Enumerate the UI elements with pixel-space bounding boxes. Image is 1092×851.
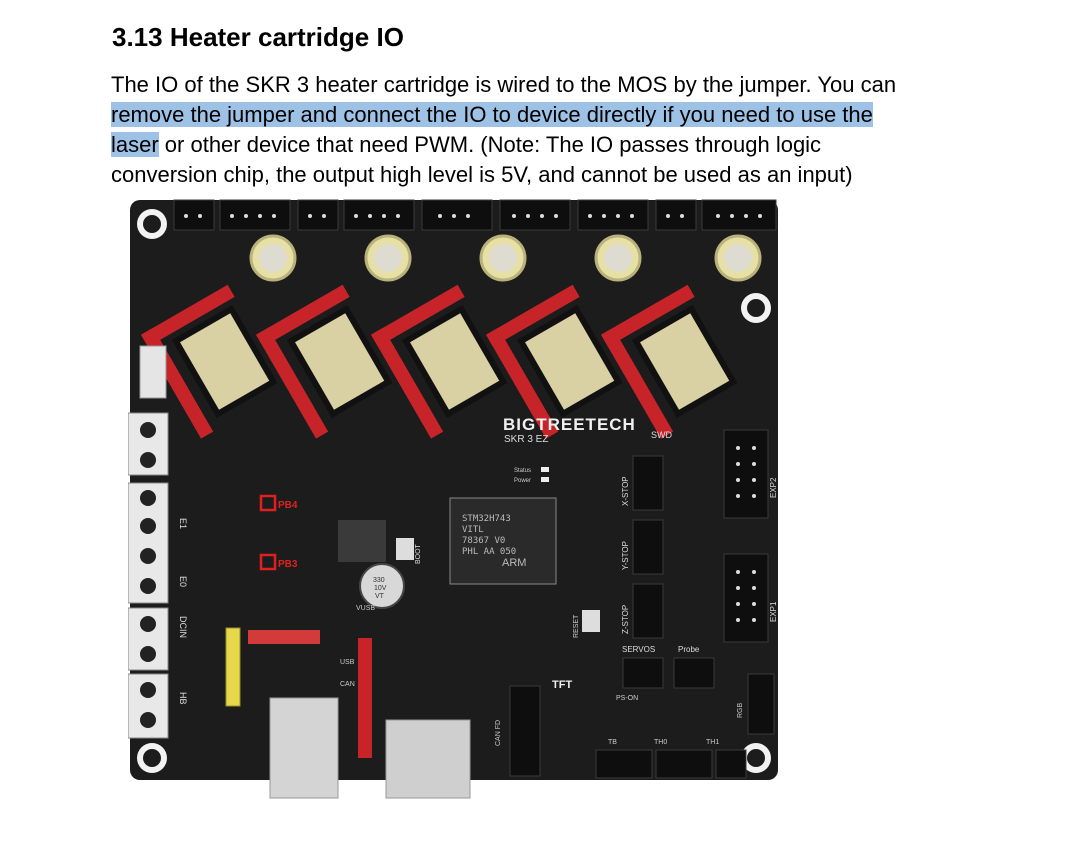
rgb-label: RGB [737,703,744,719]
top-fan-connectors [173,199,777,231]
led-icon [541,477,549,482]
cap-label-1: 330 [373,577,385,584]
mcu-marking-2: VITL [462,525,484,535]
e0-label: E0 [178,576,188,587]
capacitor-icon [249,234,762,282]
usb-label: USB [340,659,355,666]
body-paragraph: The IO of the SKR 3 heater cartridge is … [111,70,1011,190]
cap-label-2: 10V [374,585,387,592]
servos-header [622,657,664,689]
exp-pins [736,446,756,622]
mcu-arm-logo: ARM [502,557,526,569]
paragraph-line-3-rest: or other device that need PWM. (Note: Th… [158,132,822,157]
probe-header [673,657,715,689]
dcin-label: DCIN [178,616,188,638]
pb4-jumper-marker [259,494,277,512]
can-fd-label: CAN FD [495,720,502,746]
mcu-marking-4: PHL AA 050 [462,547,516,557]
mcu-chip [449,497,557,585]
th0-label: TH0 [654,739,667,746]
text-selection-highlight-end[interactable]: laser [111,132,159,157]
rgb-header [747,673,775,735]
section-heading: 3.13 Heater cartridge IO [112,22,404,52]
servos-label: SERVOS [622,645,655,654]
x-stop-header [632,455,664,511]
y-stop-label: Y-STOP [621,541,630,570]
pb3-label: PB3 [278,559,298,570]
text-selection-highlight[interactable]: remove the jumper and connect the IO to … [111,102,873,127]
ps-on-label: PS-ON [616,695,638,702]
pb4-label: PB4 [278,500,298,511]
connector-pins [184,214,762,218]
exp2-header [723,429,769,519]
mcu-marking-3: 78367 V0 [462,536,505,546]
tb-header [595,749,653,779]
exp1-label: EXP1 [769,601,778,622]
can-fd-header [509,685,541,777]
exp2-label: EXP2 [769,477,778,498]
reset-button [582,610,600,632]
red-header-column [358,638,372,758]
vusb-label: VUSB [356,605,375,612]
exp1-header [723,553,769,643]
paragraph-line-2: remove the jumper and connect the IO to … [111,100,1011,130]
e1-label: E1 [178,518,188,529]
paragraph-line-4: conversion chip, the output high level i… [111,162,853,187]
stepper-driver-sockets [141,284,738,439]
usb-port [269,697,339,799]
mounting-hole-icon [137,209,771,773]
probe-label: Probe [678,645,700,654]
paragraph-line-3: laser or other device that need PWM. (No… [111,130,1011,160]
brand-logo: BIGTREETECH [503,415,636,434]
led-icon [541,467,549,472]
boot-label: BOOT [415,543,422,564]
x-stop-label: X-STOP [621,476,630,506]
tb-label: TB [608,739,617,746]
th1-label: TH1 [706,739,719,746]
sd-card-slot [385,719,471,799]
paragraph-line-1: The IO of the SKR 3 heater cartridge is … [111,72,897,97]
fuse [225,627,241,707]
z-stop-label: Z-STOP [621,605,630,634]
tft-label: TFT [552,679,572,691]
inductor [338,520,386,562]
can-label: CAN [340,681,355,688]
reset-label: RESET [573,614,580,638]
th1-header [715,749,747,779]
capacitor-330 [359,563,405,609]
boot-button [396,538,414,560]
z-stop-header [632,583,664,639]
board-model: SKR 3 EZ [504,434,548,445]
mcu-marking-1: STM32H743 [462,514,511,524]
y-stop-header [632,519,664,575]
swd-label: SWD [651,430,672,440]
power-led-label: Power [514,478,531,484]
red-jumper [248,630,320,644]
cap-label-3: VT [375,593,385,600]
pb3-jumper-marker [259,553,277,571]
th0-header [655,749,713,779]
hb-label: HB [178,692,188,705]
power-switch [139,345,167,399]
skr3-board-image: BIGTREETECH SKR 3 EZ SWD Status Power ST… [128,198,780,800]
screw-terminal-block [128,412,169,739]
status-led-label: Status [514,468,531,474]
